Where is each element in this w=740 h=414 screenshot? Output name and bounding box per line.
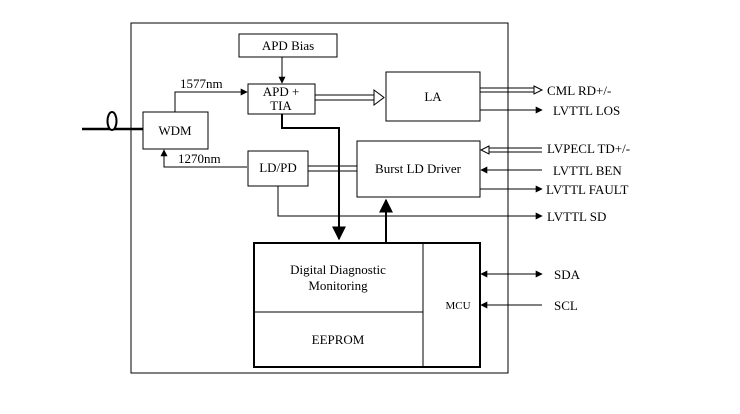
tx-wavelength-label: 1270nm <box>178 151 221 166</box>
ldpd-to-sd-line <box>277 186 543 220</box>
lvpecl-td-label: LVPECL TD+/- <box>547 141 630 156</box>
apd-bias-block: APD Bias <box>238 33 338 58</box>
burst-ld-driver-block: Burst LD Driver <box>356 140 481 198</box>
driver-to-ldpd-bus <box>308 165 357 172</box>
la-block: LA <box>385 71 481 122</box>
rx-wavelength-label: 1577nm <box>180 76 223 91</box>
cml-rd-label: CML RD+/- <box>547 83 611 98</box>
mcu-label: MCU <box>445 300 470 312</box>
lvttl-fault-label: LVTTL FAULT <box>546 182 629 197</box>
wdm-label: WDM <box>158 123 192 138</box>
apd-tia-label-1: APD + <box>263 84 300 99</box>
ldpd-to-wdm-line <box>160 149 247 168</box>
apd-to-ddm-line <box>281 114 346 241</box>
burst-ld-driver-label: Burst LD Driver <box>375 161 462 176</box>
apd-to-la-bus <box>315 89 385 106</box>
apd-tia-block: APD + TIA <box>247 83 316 115</box>
lvpecl-td-bus <box>479 145 542 155</box>
apd-bias-label: APD Bias <box>262 38 314 53</box>
ld-pd-block: LD/PD <box>247 150 309 187</box>
la-label: LA <box>424 89 442 104</box>
apd-tia-label-2: TIA <box>270 98 292 113</box>
scl-label: SCL <box>554 298 578 313</box>
wdm-to-apd-line <box>174 88 248 112</box>
ddm-label-1: Digital Diagnostic <box>290 262 386 277</box>
lvttl-sd-label: LVTTL SD <box>547 209 606 224</box>
wdm-block: WDM <box>142 111 209 150</box>
eeprom-label: EEPROM <box>312 332 365 347</box>
lvttl-los-label: LVTTL LOS <box>553 103 620 118</box>
fiber-icon <box>82 111 143 131</box>
mcu-block: Digital Diagnostic Monitoring EEPROM MCU <box>253 242 481 368</box>
ld-pd-label: LD/PD <box>259 160 297 175</box>
lvttl-ben-label: LVTTL BEN <box>553 163 622 178</box>
cml-rd-bus <box>480 85 544 95</box>
ddm-label-2: Monitoring <box>308 278 368 293</box>
sda-label: SDA <box>554 267 581 282</box>
